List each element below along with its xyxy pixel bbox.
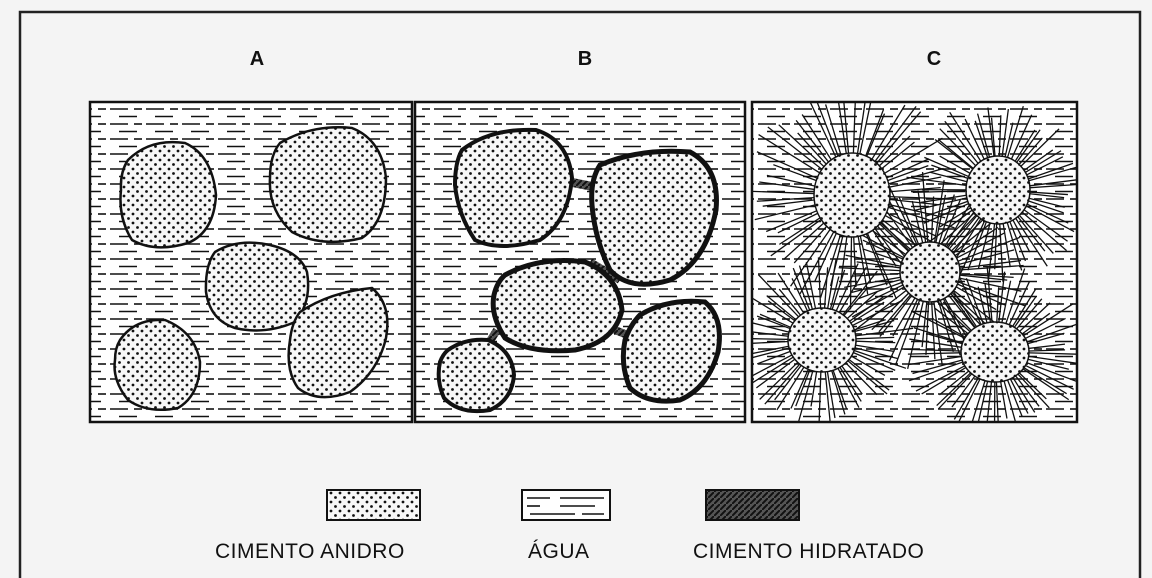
- hydrated-cement-swatch: [706, 490, 799, 520]
- cement-grain: [120, 142, 216, 247]
- cement-grain: [115, 320, 200, 410]
- anhydrous-cement-swatch: [327, 490, 420, 520]
- panel-c: [731, 81, 1089, 432]
- cement-grain: [455, 130, 572, 246]
- cement-grain: [206, 243, 308, 331]
- hydrated-grain-core: [814, 153, 890, 237]
- cement-grain: [493, 261, 622, 351]
- panel-label-b: B: [565, 48, 605, 71]
- hydrated-grain-core: [961, 322, 1029, 382]
- panel-a: [90, 102, 412, 422]
- panel-label-a: A: [237, 48, 277, 71]
- hydrated-grain-core: [900, 242, 960, 302]
- water-swatch: [522, 490, 610, 520]
- hydrated-grain-core: [788, 308, 856, 372]
- legend-label-anhydrous-cement: CIMENTO ANIDRO: [215, 540, 405, 564]
- cement-grain: [270, 127, 386, 242]
- legend-label-water: ÁGUA: [528, 540, 590, 564]
- hydrated-grain-core: [966, 156, 1030, 224]
- panel-label-c: C: [914, 48, 954, 71]
- cement-grain: [439, 340, 514, 411]
- legend-label-hydrated-cement: CIMENTO HIDRATADO: [693, 540, 924, 564]
- panel-b: [415, 102, 745, 422]
